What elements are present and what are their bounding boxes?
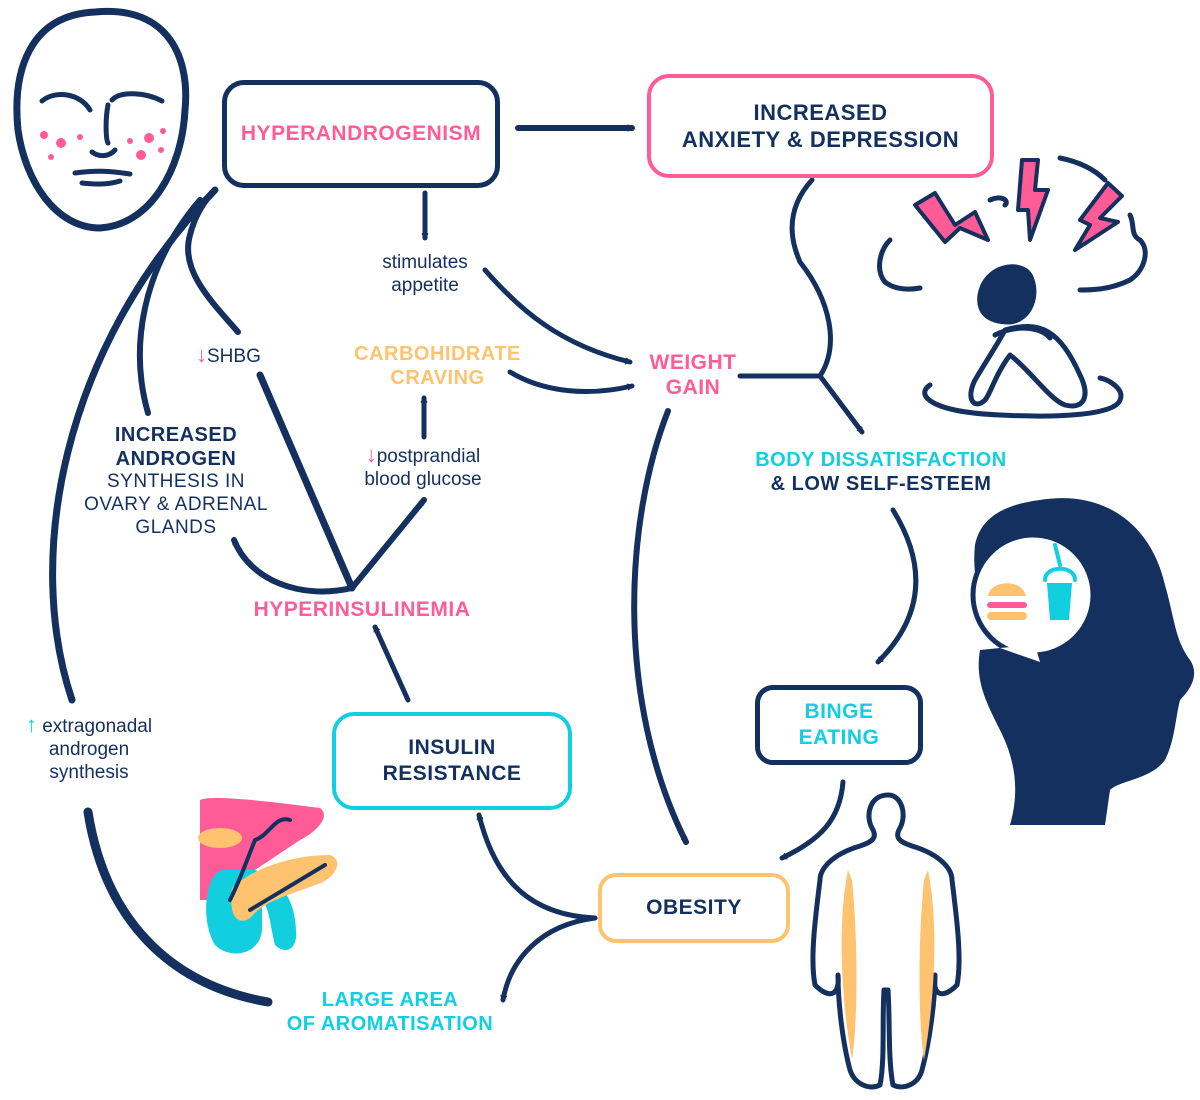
glucose-line2: blood glucose	[364, 468, 482, 490]
liver-pancreas-icon	[198, 797, 338, 954]
arrow-hyperinsulinemia-to-androgen	[231, 537, 355, 595]
androgen-line5: GLANDS	[135, 516, 217, 538]
androgen-line1: INCREASED	[114, 424, 238, 446]
down-arrow-icon: ↓	[196, 342, 207, 367]
body-line1: BODY DISSATISFACTION	[755, 449, 1007, 471]
carb-line2: CRAVING	[390, 367, 485, 389]
extragonadal-line3: synthesis	[49, 761, 129, 783]
increased-androgen-synthesis-label: INCREASED ANDROGEN SYNTHESIS IN OVARY & …	[66, 423, 286, 539]
anxiety-label-line2: ANXIETY & DEPRESSION	[681, 127, 960, 152]
arrow-obesity-to-aromatisation	[500, 915, 598, 1003]
arrow-binge-to-obesity	[779, 779, 846, 861]
extragonadal-line2: androgen	[48, 738, 130, 760]
arrow-shbg-to-hyperandrogenism	[185, 187, 241, 335]
body-line2: & LOW SELF-ESTEEM	[770, 473, 992, 495]
weight-line2: GAIN	[665, 376, 721, 400]
weight-gain-label: WEIGHT GAIN	[638, 350, 748, 400]
face-acne-icon	[13, 7, 190, 232]
arrow-body-to-binge	[875, 507, 919, 665]
insulin-label-line1: INSULIN	[408, 735, 496, 759]
shbg-text: SHBG	[207, 346, 261, 367]
insulin-resistance-box: INSULIN RESISTANCE	[332, 712, 572, 810]
arrow-appetite-to-weight-gain	[482, 267, 633, 365]
anxious-person-icon	[877, 155, 1148, 419]
arrow-hyperinsulinemia-to-glucose	[349, 497, 427, 591]
aromatisation-line2: OF AROMATISATION	[286, 1013, 494, 1035]
obesity-box: OBESITY	[598, 873, 790, 943]
arrow-hyperinsulinemia-to-shbg	[256, 371, 356, 592]
arrow-aromatisation-to-extragonadal	[83, 807, 273, 1007]
food-thought-head-icon	[970, 498, 1195, 825]
postprandial-glucose-label: ↓postprandial blood glucose	[343, 442, 503, 492]
glucose-line1: postprandial	[376, 446, 481, 467]
body-dissatisfaction-label: BODY DISSATISFACTION & LOW SELF-ESTEEM	[722, 448, 1040, 496]
extragonadal-synthesis-label: ↑ extragonadal androgen synthesis	[14, 712, 164, 784]
stimulates-appetite-label: stimulates appetite	[370, 252, 480, 298]
hyperandrogenism-box: HYPERANDROGENISM	[222, 80, 500, 188]
androgen-line2: ANDROGEN	[115, 448, 237, 470]
arrow-carb-to-weight-gain	[507, 369, 635, 394]
anxiety-depression-box: INCREASED ANXIETY & DEPRESSION	[647, 74, 994, 178]
up-arrow-icon: ↑	[25, 712, 37, 737]
carbohydrate-craving-label: CARBOHIDRATE CRAVING	[340, 342, 535, 390]
weight-line1: WEIGHT	[649, 351, 737, 374]
obese-body-icon	[810, 792, 962, 1090]
binge-eating-box: BINGE EATING	[755, 685, 923, 765]
stimulates-line2: appetite	[391, 274, 459, 296]
obesity-label: OBESITY	[646, 895, 742, 919]
hyperandrogenism-label: HYPERANDROGENISM	[240, 121, 482, 145]
androgen-line3: SYNTHESIS IN	[107, 471, 245, 492]
arrow-weight-gain-to-obesity	[631, 408, 689, 845]
anxiety-label-line1: INCREASED	[753, 99, 888, 125]
hyperinsulinemia-text: HYPERINSULINEMIA	[253, 598, 471, 621]
hyperinsulinemia-label: HYPERINSULINEMIA	[228, 597, 496, 622]
carb-line1: CARBOHIDRATE	[354, 343, 521, 365]
arrow-insulin-to-hyperinsulinemia	[372, 624, 411, 703]
shbg-label: ↓SHBG	[196, 342, 261, 369]
extragonadal-line1: extragonadal	[42, 716, 153, 737]
binge-label-line2: EATING	[798, 726, 880, 749]
aromatisation-label: LARGE AREA OF AROMATISATION	[260, 988, 520, 1036]
arrow-androgen-to-hyperandrogenism	[136, 197, 203, 416]
arrow-anxiety-to-body	[789, 177, 833, 379]
down-arrow-icon: ↓	[365, 442, 377, 467]
arrow-obesity-to-insulin	[476, 812, 598, 921]
androgen-line4: OVARY & ADRENAL	[84, 493, 268, 515]
aromatisation-line1: LARGE AREA	[321, 989, 459, 1011]
arrow-extragonadal-to-hyperandrogenism	[49, 186, 219, 704]
binge-label-line1: BINGE	[804, 699, 874, 723]
stimulates-line1: stimulates	[382, 252, 468, 273]
insulin-label-line2: RESISTANCE	[382, 762, 522, 785]
